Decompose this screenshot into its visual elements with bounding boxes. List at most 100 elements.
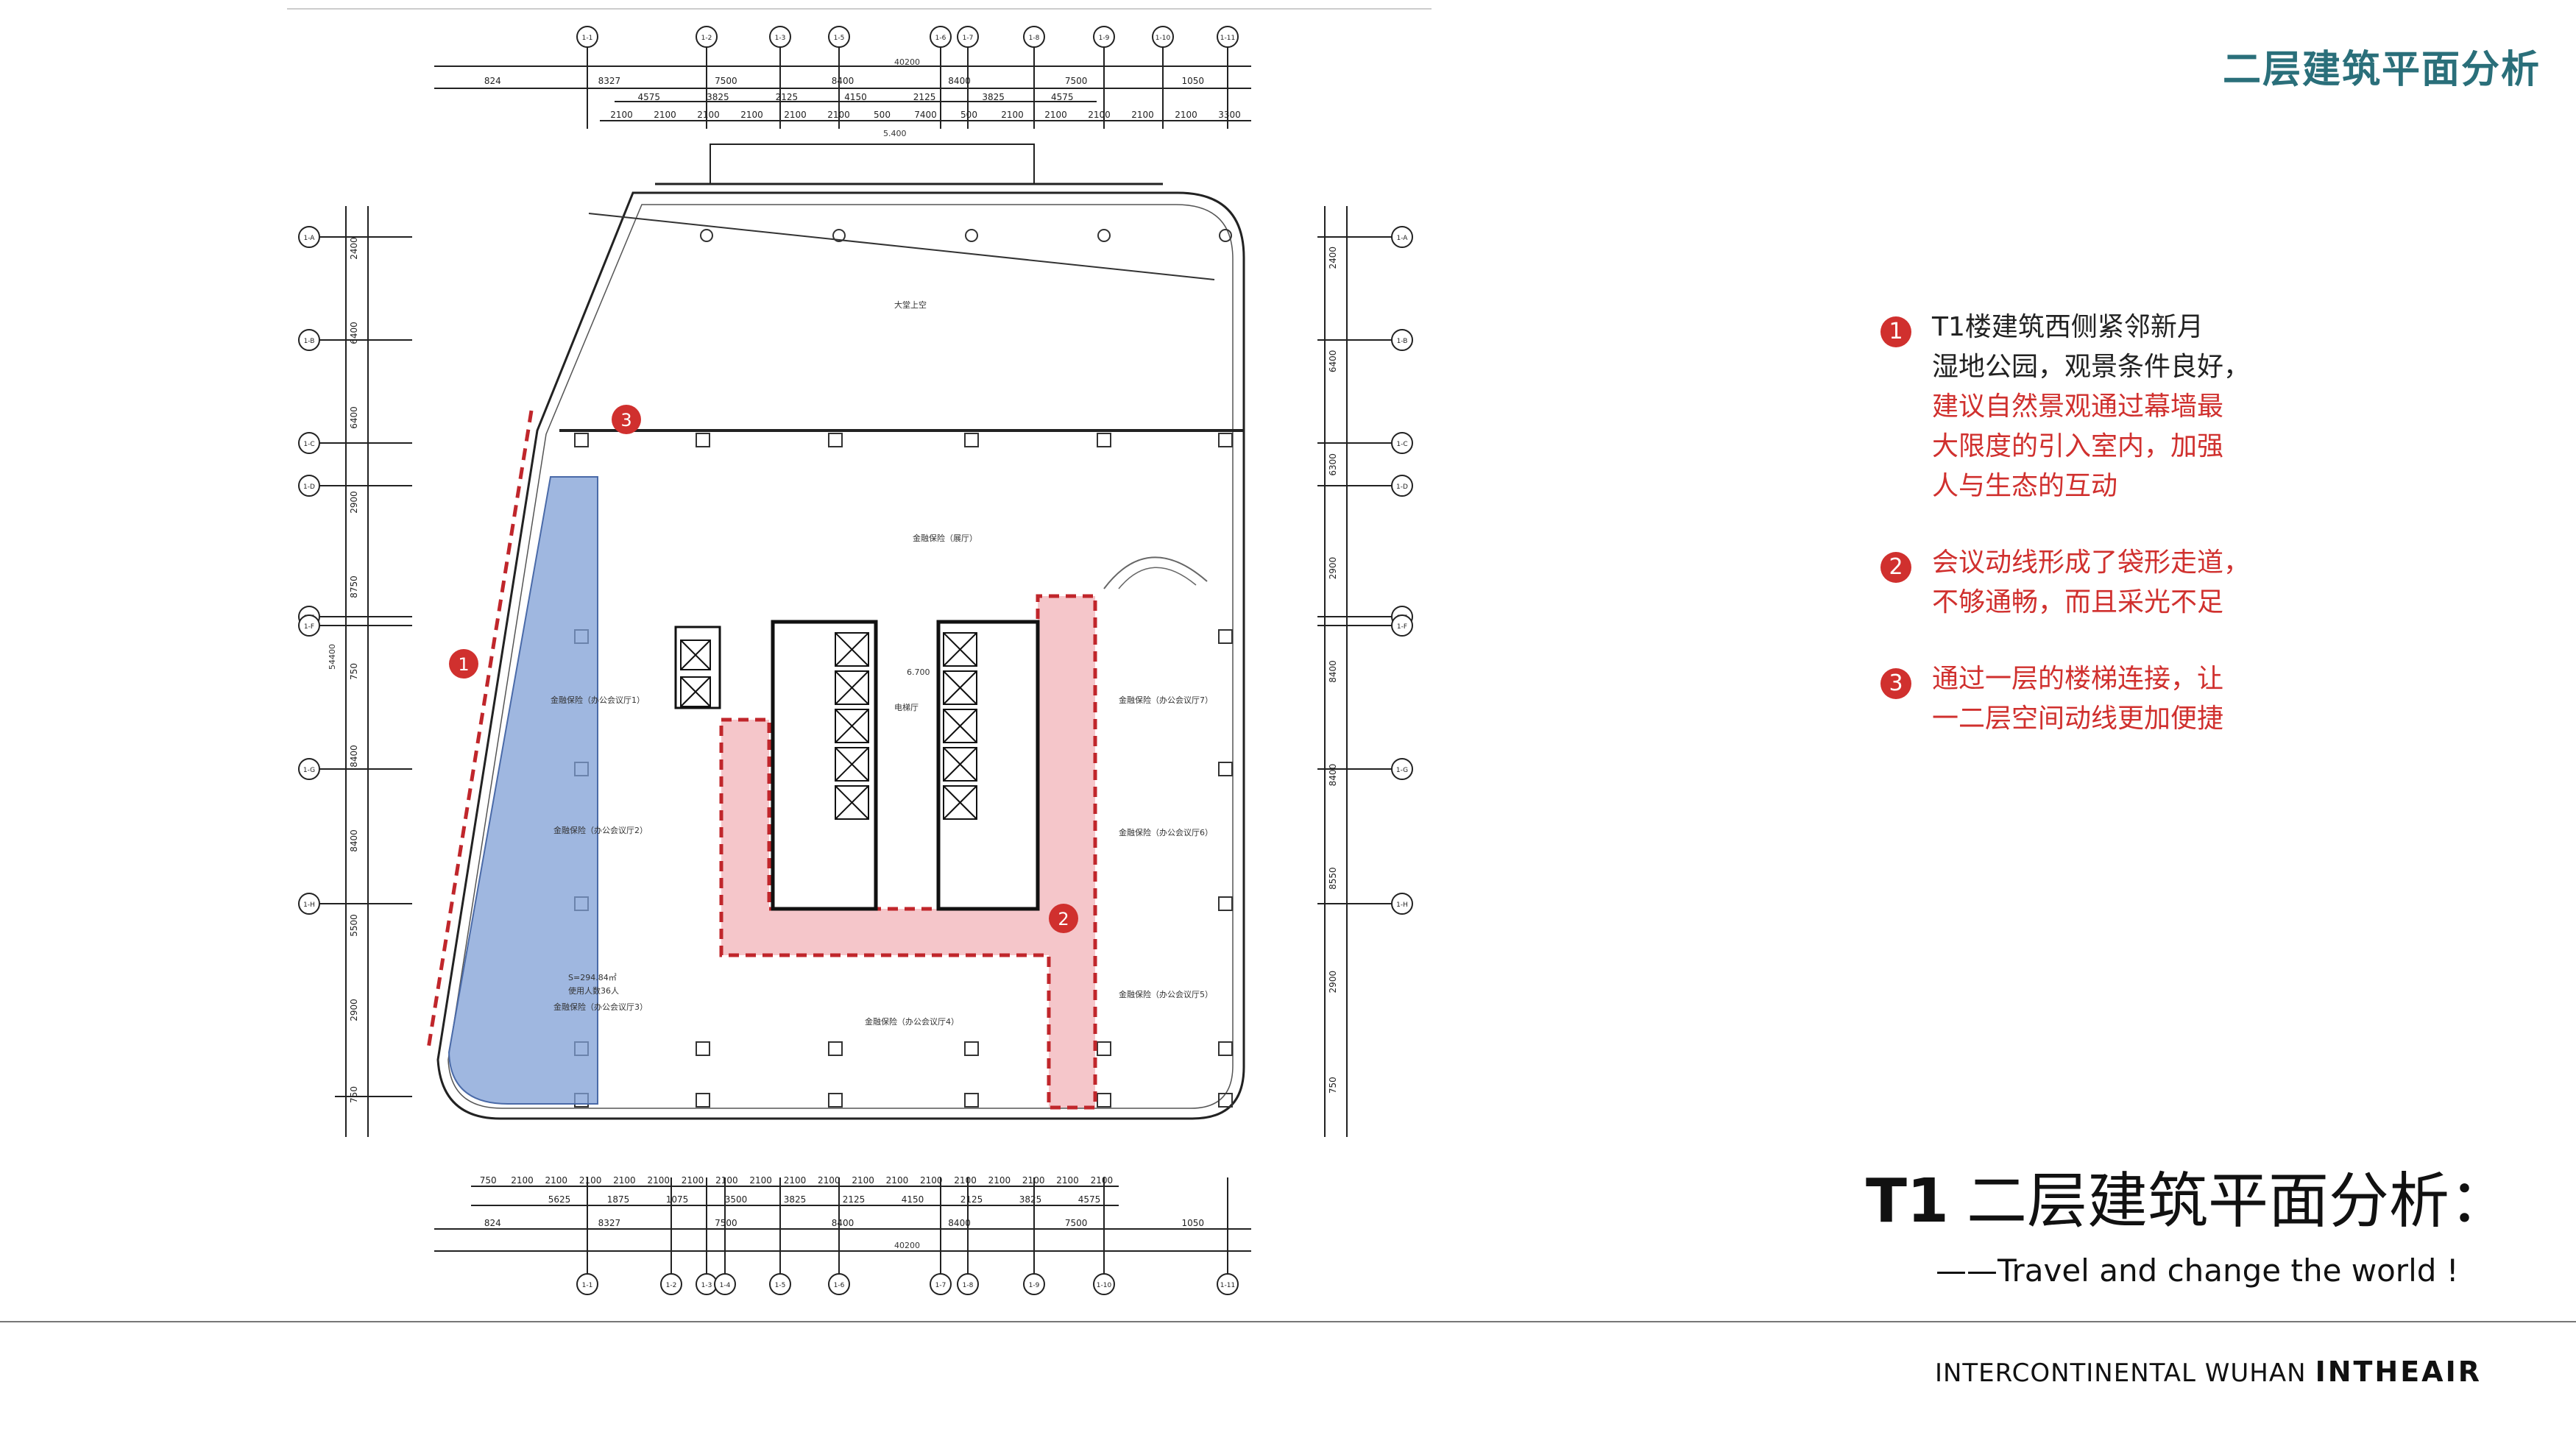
dim-label-top: 2100 (697, 110, 720, 120)
column (964, 433, 979, 447)
column (1218, 896, 1233, 911)
dim-label-right: 2900 (1328, 971, 1338, 993)
column (964, 1093, 979, 1108)
dim-label-top: 7500 (1065, 76, 1088, 86)
zone-west-office-blue (447, 476, 598, 1105)
grid-bubble-bottom: 1-6 (828, 1273, 850, 1295)
dim-label-top: 7500 (715, 76, 737, 86)
grid-bubble-left: 1-B (298, 329, 320, 351)
column (1097, 433, 1111, 447)
dim-label-top: 2100 (654, 110, 676, 120)
elevator (835, 785, 869, 820)
dim-label-top: 2100 (1175, 110, 1197, 120)
column (700, 229, 713, 242)
note-1-line-3: 建议自然景观通过幕墙最 (1932, 392, 2224, 422)
dim-label-right: 2900 (1328, 557, 1338, 580)
svg-text:1: 1 (458, 654, 469, 675)
dim-label-bottom: 2100 (715, 1175, 738, 1186)
grid-bubble-top: 1-11 (1217, 26, 1239, 48)
grid-bubble-bottom: 1-3 (696, 1273, 718, 1295)
svg-text:1-B: 1-B (304, 338, 315, 345)
grid-bubble-left: 1-A (298, 226, 320, 248)
grid-bubble-top: 1-9 (1093, 26, 1115, 48)
dim-label-top: 2125 (913, 92, 936, 102)
dim-label-left: 8400 (349, 745, 359, 768)
dim-label-bottom: 4150 (902, 1194, 924, 1205)
column (696, 1041, 710, 1056)
elevator (835, 670, 869, 705)
note-3-badge: 3 (1880, 668, 1911, 699)
svg-text:1-G: 1-G (1396, 767, 1408, 774)
grid-bubble-top: 1-3 (769, 26, 791, 48)
dim-label-bottom: 2100 (784, 1175, 807, 1186)
column (832, 229, 846, 242)
grid-bubble-left: 1-C (298, 432, 320, 454)
dim-label-left: 6400 (349, 322, 359, 344)
dim-label-bottom: 2125 (843, 1194, 866, 1205)
dim-label-top: 4150 (844, 92, 867, 102)
dim-label-top: 4575 (638, 92, 661, 102)
note-1-line-2: 湿地公园，观景条件良好， (1932, 352, 2251, 382)
dim-label-bottom: 3825 (784, 1194, 807, 1205)
svg-text:1-C: 1-C (303, 441, 314, 448)
dim-label-bottom: 2100 (647, 1175, 670, 1186)
dim-label-top: 3825 (707, 92, 729, 102)
floor-plan-drawing: 大堂上空 金融保险（展厅） 金融保险（办公会议厅1） 金融保险（办公会议厅2） … (287, 8, 1432, 1295)
svg-text:1-5: 1-5 (834, 35, 845, 42)
svg-text:1-10: 1-10 (1097, 1282, 1112, 1289)
svg-text:1-10: 1-10 (1156, 35, 1171, 42)
dim-label-left: 8750 (349, 575, 359, 598)
grid-bubble-right: 1-G (1391, 758, 1413, 780)
dim-label-top: 1050 (1181, 76, 1204, 86)
svg-text:1-6: 1-6 (935, 35, 946, 42)
west-curtain-wall-marker (426, 410, 534, 1049)
bottom-grid-ticks (587, 1177, 1228, 1274)
entrance-canopy (710, 144, 1035, 185)
label-level-core: 6.700 (907, 667, 930, 677)
grid-bubble-right: 1-A (1391, 226, 1413, 248)
svg-text:1-A: 1-A (304, 235, 316, 242)
dim-label-top: 2100 (1001, 110, 1024, 120)
label-occupancy: 使用人数36人 (568, 986, 619, 996)
svg-text:1-F: 1-F (1397, 623, 1407, 631)
column (1097, 1041, 1111, 1056)
dim-label-bottom: 7500 (1065, 1218, 1088, 1228)
grid-bubble-bottom: 1-11 (1217, 1273, 1239, 1295)
dim-label-left: 6400 (349, 406, 359, 429)
column (1218, 1041, 1233, 1056)
grid-bubble-bottom: 1-8 (957, 1273, 979, 1295)
dim-label-top: 8400 (832, 76, 854, 86)
column (1219, 229, 1232, 242)
dim-label-right: 6300 (1328, 453, 1338, 476)
dim-label-top: 2100 (1088, 110, 1111, 120)
zone-corridor-pink (719, 594, 1097, 1110)
grid-bubble-top: 1-10 (1152, 26, 1174, 48)
label-office5: 金融保险（办公会议厅5） (1119, 989, 1213, 999)
svg-text:1-H: 1-H (303, 901, 315, 909)
dim-label-bottom: 2125 (960, 1194, 983, 1205)
dim-label-top: 2100 (1131, 110, 1154, 120)
svg-text:1-9: 1-9 (1099, 35, 1110, 42)
column (965, 229, 978, 242)
dim-label-bottom: 8400 (832, 1218, 854, 1228)
svg-text:1-A: 1-A (1397, 235, 1409, 242)
column (828, 1041, 843, 1056)
svg-text:1-F: 1-F (304, 623, 314, 631)
column (1218, 433, 1233, 447)
grid-bubble-top: 1-7 (957, 26, 979, 48)
grid-bubble-top: 1-2 (696, 26, 718, 48)
grid-bubble-top: 1-5 (828, 26, 850, 48)
top-grid-ticks (587, 47, 1228, 129)
grid-bubble-top: 1-8 (1023, 26, 1045, 48)
side-dimension-lines (335, 206, 1348, 1137)
dim-label-top: 3825 (982, 92, 1005, 102)
label-office3: 金融保险（办公会议厅3） (553, 1002, 648, 1012)
dim-label-top: 2100 (740, 110, 763, 120)
dim-label-right: 8400 (1328, 764, 1338, 787)
dim-label-right: 8400 (1328, 660, 1338, 683)
grid-bubble-bottom: 1-9 (1023, 1273, 1045, 1295)
svg-text:1-8: 1-8 (1029, 35, 1040, 42)
dim-label-bottom: 8400 (948, 1218, 971, 1228)
column (828, 1093, 843, 1108)
dim-label-bottom: 2100 (1091, 1175, 1114, 1186)
